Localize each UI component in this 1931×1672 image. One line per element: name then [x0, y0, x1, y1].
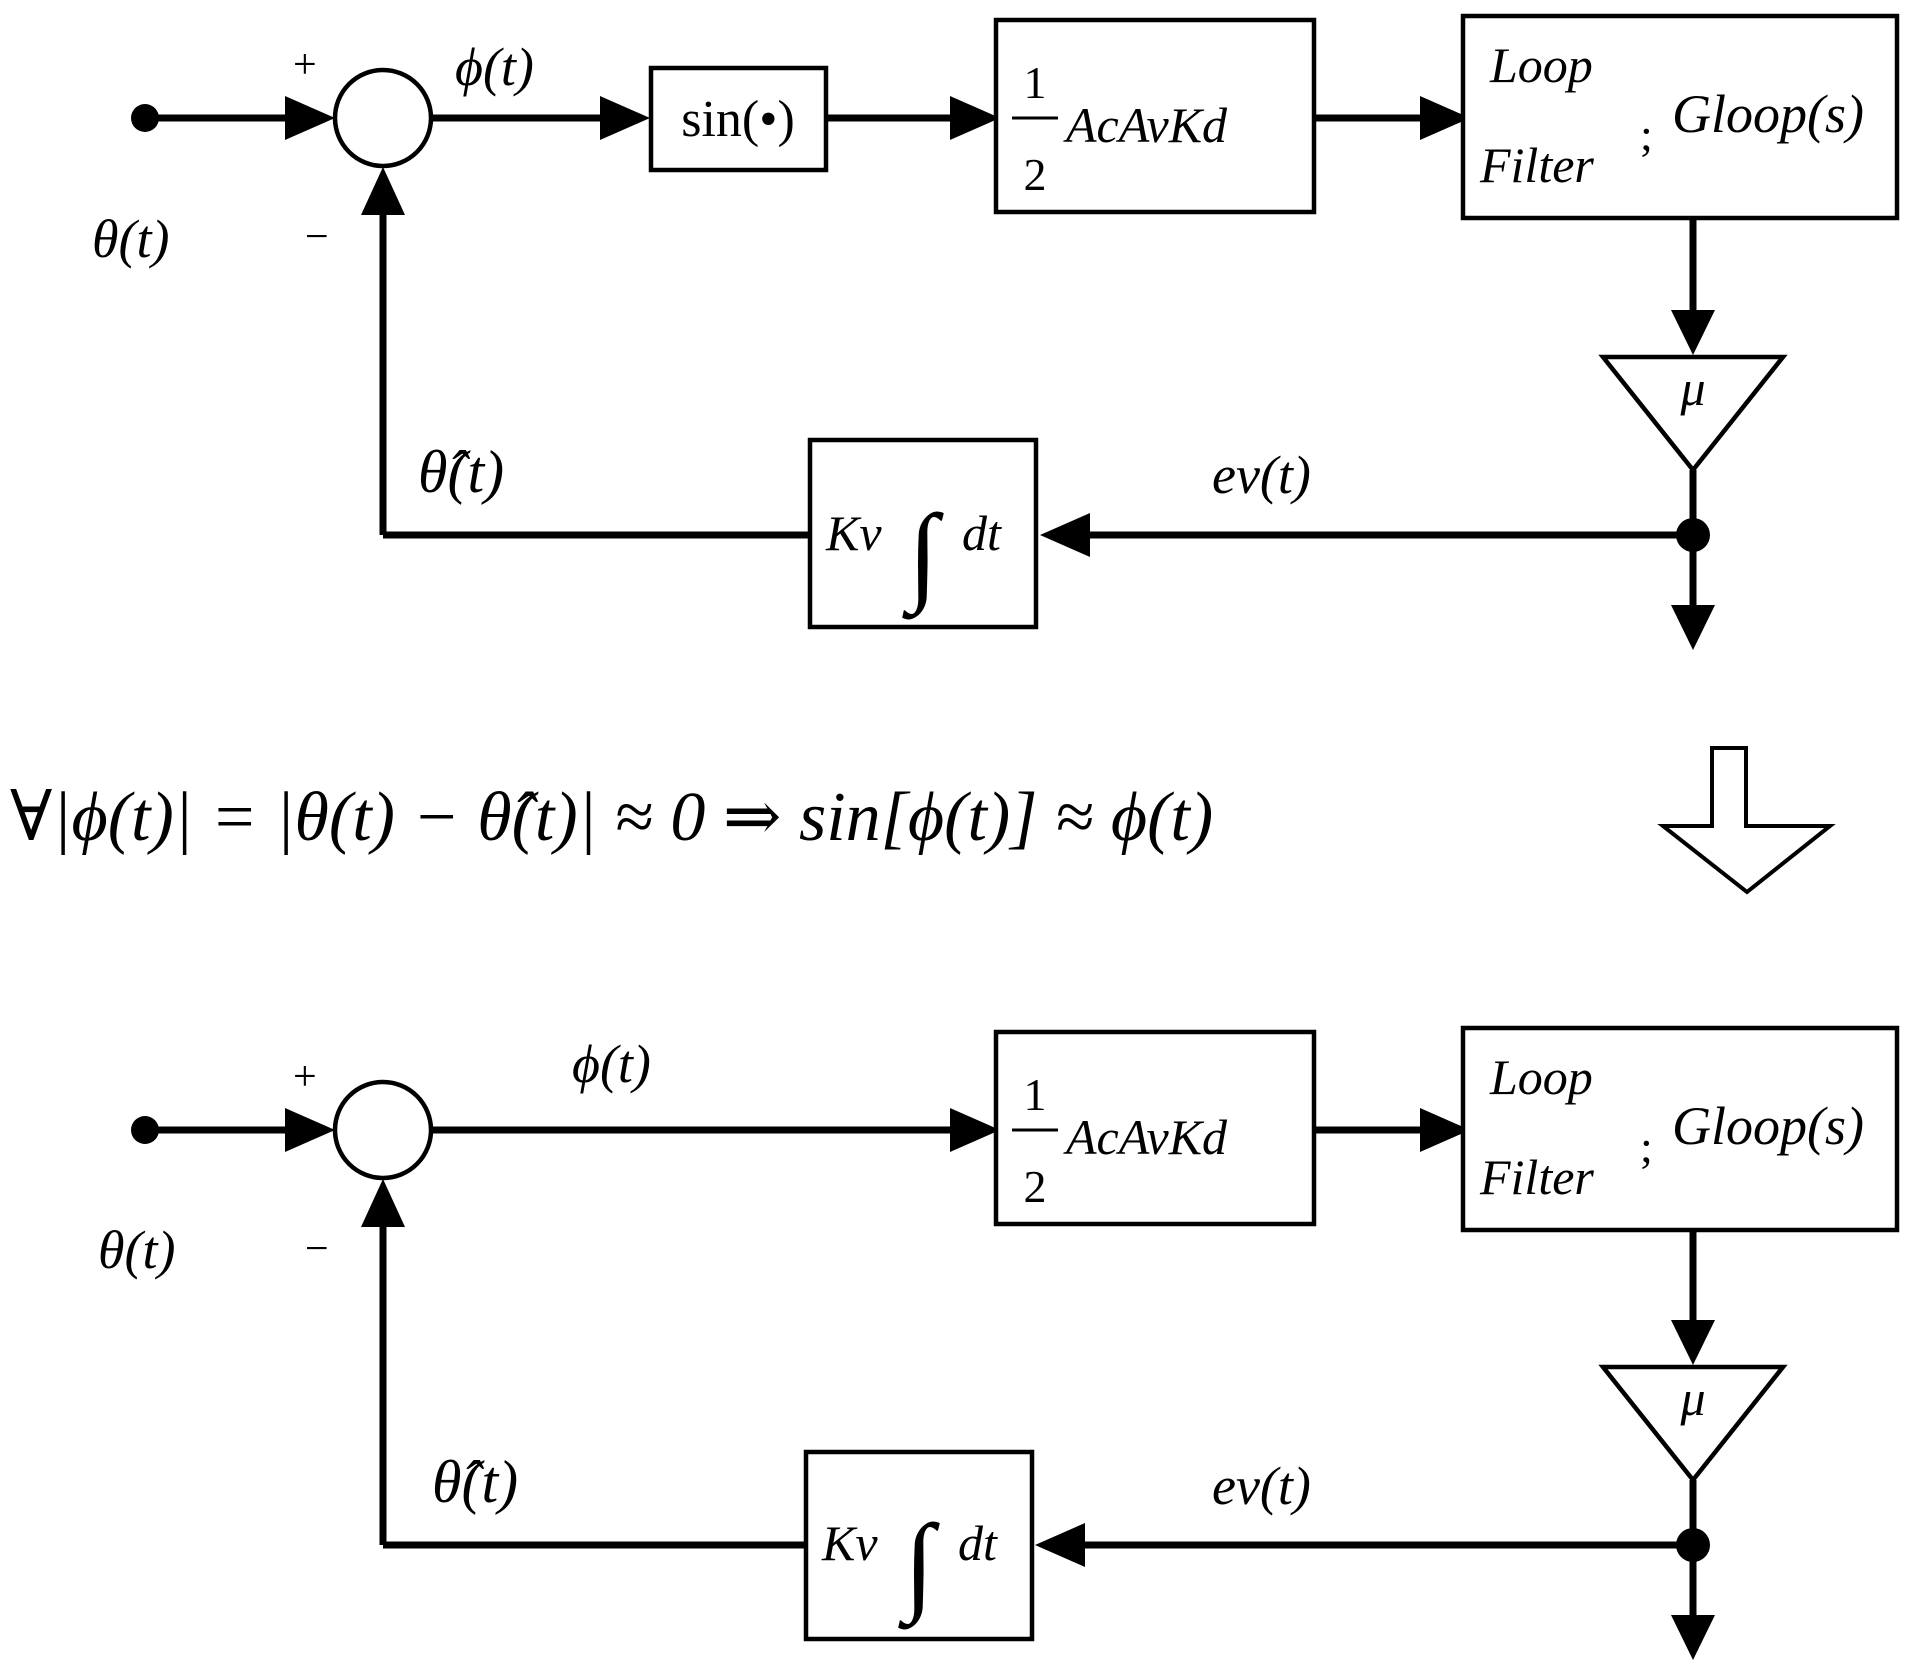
top-sin-out-arrowhead [950, 96, 1000, 140]
top-input-arrowhead [285, 96, 335, 140]
bottom-plus-sign: + [293, 1054, 317, 1100]
top-lf-out-arrowhead [1671, 310, 1715, 355]
top-integral-sign: ∫ [902, 492, 944, 620]
bottom-ev-arrowhead [1035, 1523, 1085, 1567]
top-ev-label: ev(t) [1212, 445, 1311, 505]
top-theta-hat-label: θ̂(t) [418, 439, 504, 505]
bottom-diagram: + − θ(t) ϕ(t) 1 2 AcAvKd Loop Filter ; G… [98, 1025, 1900, 1660]
bottom-gain-out-arrowhead [1420, 1108, 1470, 1152]
top-integrator-dt: dt [962, 505, 1002, 561]
bottom-loop-filter-block [1460, 1025, 1900, 1233]
top-gain-out-arrowhead [1420, 96, 1470, 140]
top-loop-filter-line1: Loop [1489, 37, 1593, 93]
top-loop-filter-block [1460, 13, 1900, 221]
top-diagram: + − θ(t) ϕ(t) sin(•) 1 2 AcAvKd Loop Fil… [92, 13, 1900, 650]
top-loop-filter-sep: ; [1640, 109, 1653, 160]
bottom-minus-sign: − [305, 1226, 329, 1272]
bottom-feedback-arrowhead [361, 1179, 405, 1227]
bottom-input-label: θ(t) [98, 1220, 176, 1280]
top-output-arrowhead [1671, 605, 1715, 650]
top-mu-amplifier [1598, 354, 1788, 474]
bottom-integral-sign: ∫ [898, 1502, 940, 1630]
bottom-mu-label: μ [1679, 1370, 1705, 1426]
top-phi-arrowhead [600, 96, 650, 140]
bottom-gain-den: 2 [1024, 1161, 1047, 1212]
top-plus-sign: + [293, 42, 317, 88]
bottom-input-arrowhead [285, 1108, 335, 1152]
bottom-output-arrowhead [1671, 1615, 1715, 1660]
bottom-integrator-block [803, 1449, 1035, 1642]
top-summing-junction [332, 67, 434, 169]
top-gain-text: AcAvKd [1063, 97, 1228, 153]
top-gain-num: 1 [1024, 57, 1047, 108]
condition-equation: ∀|ϕ(t)| = |θ(t) − θ̂(t)| ≈ 0 ⇒ sin[ϕ(t)]… [10, 779, 1213, 856]
top-mu-label: μ [1679, 360, 1705, 416]
top-integrator-k: Kv [825, 505, 882, 561]
bottom-loop-filter-line2: Filter [1479, 1149, 1594, 1205]
bottom-gain-num: 1 [1024, 1069, 1047, 1120]
top-sin-block [648, 65, 829, 173]
bottom-loop-filter-func: Gloop(s) [1672, 1096, 1864, 1156]
bottom-loop-filter-sep: ; [1640, 1121, 1653, 1172]
bottom-summing-junction [332, 1079, 434, 1181]
bottom-phi-arrowhead [950, 1108, 1000, 1152]
bottom-integrator-k: Kv [821, 1515, 878, 1571]
top-feedback-arrowhead [361, 167, 405, 215]
bottom-theta-hat-label: θ̂(t) [432, 1449, 518, 1515]
top-loop-filter-line2: Filter [1479, 137, 1594, 193]
bottom-integrator-dt: dt [958, 1515, 998, 1571]
implies-down-arrow-icon [1657, 746, 1836, 895]
top-ev-arrowhead [1040, 513, 1090, 557]
bottom-mu-amplifier [1598, 1364, 1788, 1484]
bottom-phi-label: ϕ(t) [572, 1034, 651, 1094]
top-input-label: θ(t) [92, 209, 170, 269]
top-gain-den: 2 [1024, 149, 1047, 200]
top-loop-filter-func: Gloop(s) [1672, 84, 1864, 144]
bottom-gain-text: AcAvKd [1063, 1109, 1228, 1165]
bottom-lf-out-arrowhead [1671, 1320, 1715, 1365]
bottom-ev-label: ev(t) [1212, 1456, 1311, 1516]
bottom-loop-filter-line1: Loop [1489, 1049, 1593, 1105]
top-phi-label: ϕ(t) [455, 37, 534, 97]
top-minus-sign: − [305, 214, 329, 260]
linearization-condition: ∀|ϕ(t)| = |θ(t) − θ̂(t)| ≈ 0 ⇒ sin[ϕ(t)]… [10, 746, 1836, 895]
top-sin-label: sin(•) [681, 91, 795, 148]
